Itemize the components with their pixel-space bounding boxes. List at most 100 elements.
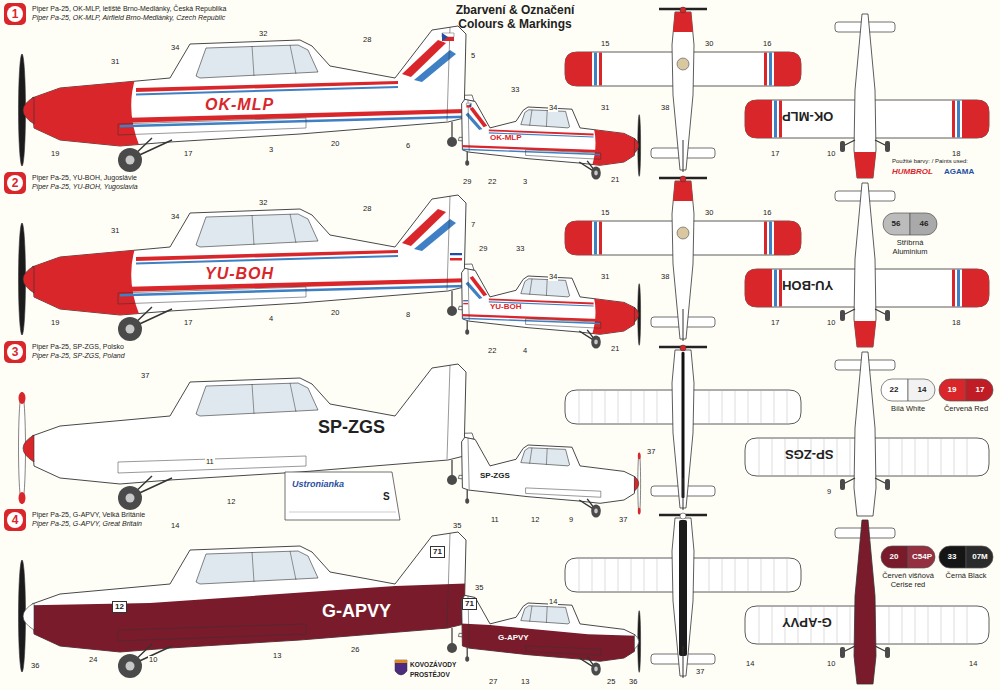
callout-number: 14 [548, 598, 558, 606]
wheel [840, 310, 845, 321]
callout-number: 32 [258, 199, 268, 207]
canopy-frame [530, 110, 548, 127]
callout-number: 10 [826, 319, 836, 327]
nose-paint [854, 321, 876, 347]
underside-view [745, 520, 989, 684]
wheel-hub [594, 509, 598, 514]
callout-number: 31 [110, 58, 120, 66]
tail-gear [467, 321, 468, 330]
three-quarter-view [458, 268, 640, 348]
caption: Piper Pa-25, YU-BOH, Jugoslávie [32, 174, 137, 181]
wing-rib [709, 559, 710, 591]
landing-gear [843, 140, 887, 146]
wingtip-paint [774, 221, 801, 255]
wheel-hub [126, 325, 135, 334]
caption: Piper Pa-25, OK-MLP, letiště Brno-Medlán… [32, 5, 226, 12]
chip-half [939, 546, 966, 568]
wheel-hub [126, 662, 135, 671]
propeller-tip [19, 492, 26, 504]
canopy [196, 383, 318, 416]
wing-rib [709, 391, 710, 423]
tail-wheel [447, 643, 457, 653]
wing-root [526, 488, 601, 497]
callout-number: 9 [568, 516, 574, 524]
wing-rib [967, 439, 968, 475]
canopy [521, 110, 570, 128]
callout-number: 33 [510, 86, 520, 94]
wing-rib [644, 391, 645, 423]
callout-number: 28 [362, 205, 372, 213]
wing-rib [772, 439, 773, 475]
wing-rib [657, 559, 658, 591]
callout-number: 31 [600, 104, 610, 112]
wingtip-paint [565, 52, 592, 86]
fuselage-markings [456, 623, 648, 690]
fuselage [854, 520, 876, 684]
paint-chip: 20C54PČerveň višňová Cerise red [880, 545, 936, 590]
canopy-frame [252, 45, 296, 76]
chip-half [881, 546, 908, 568]
paint-name: Červeň višňová Cerise red [880, 572, 936, 589]
callout-number: 10 [826, 150, 836, 158]
registration-marking: SP-ZGS [785, 448, 833, 461]
nose-paint [673, 12, 693, 32]
callout-number: 21 [610, 176, 620, 184]
wing-rib [657, 391, 658, 423]
anti-glare-panel [679, 520, 687, 656]
wheel-hub [594, 171, 598, 176]
fin-flash [470, 107, 488, 127]
wing-rib [941, 439, 942, 475]
callout-number: 34 [170, 213, 180, 221]
flag [450, 258, 462, 261]
callout-number: 16 [762, 40, 772, 48]
callout-number: 8 [405, 311, 411, 319]
wing-rib [631, 559, 632, 591]
wing-rib [928, 607, 929, 643]
wing-root [118, 118, 306, 135]
callout-number: 5 [470, 52, 476, 60]
callout-number: 10 [148, 656, 158, 664]
flag [442, 33, 448, 41]
callout-number: 31 [600, 273, 610, 281]
fuselage [854, 352, 876, 516]
tail-wheel [465, 498, 469, 504]
top-view [565, 513, 801, 678]
chip-half [908, 546, 935, 568]
spinner [680, 176, 686, 182]
landing-gear [843, 478, 887, 484]
sheet-title: Zbarvení & Označení Colours & Markings [440, 4, 590, 32]
tail-gear [451, 122, 452, 138]
variant-badge: 2 [4, 172, 26, 194]
paint-code: 20 [880, 545, 908, 569]
callout-number: 15 [600, 40, 610, 48]
nose-paint [591, 296, 640, 338]
callout-number: 4 [268, 315, 274, 323]
callout-number: 36 [30, 662, 40, 670]
wing-rib [954, 439, 955, 475]
tail-wheel [465, 160, 469, 166]
chip-half [910, 213, 937, 235]
rudder-hinge [447, 27, 450, 121]
wing-rib [941, 607, 942, 643]
landing-gear [843, 646, 887, 652]
tail-wheel [447, 306, 457, 316]
wing-rib [967, 607, 968, 643]
nose-paint [673, 181, 693, 201]
canopy-frame [530, 448, 548, 465]
callout-number: 3 [522, 178, 528, 186]
callout-number: 19 [50, 150, 60, 158]
spinner [634, 138, 638, 153]
wing-rib [631, 391, 632, 423]
rudder-hinge [447, 365, 450, 459]
chip-swatch [882, 212, 938, 236]
caption: Piper Pa-25, SP-ZGS, Polsko [32, 343, 124, 350]
wing-root [526, 150, 601, 159]
flag [463, 300, 468, 301]
flag [450, 256, 462, 259]
wingtip-paint [774, 52, 801, 86]
side-view [19, 364, 475, 510]
detail-inset [285, 472, 400, 520]
wing-stripe [594, 53, 597, 86]
wing-rib [722, 391, 723, 423]
wing-rib [579, 391, 580, 423]
